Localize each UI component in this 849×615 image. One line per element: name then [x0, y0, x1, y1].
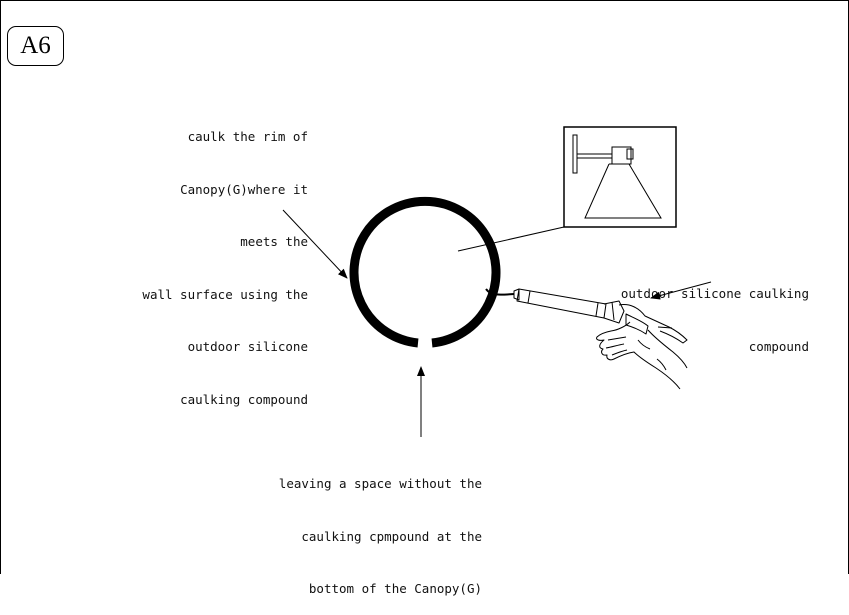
canopy-caulk-ring: [354, 201, 496, 343]
illustration: [0, 0, 849, 574]
wall-lamp-inset: [564, 127, 676, 227]
compound-arrow: [651, 282, 711, 298]
inset-leader-line: [458, 227, 564, 251]
gap-line-3: bottom of the Canopy(G): [279, 580, 482, 598]
caulking-gun-icon: [486, 289, 687, 389]
caulk-rim-arrow: [283, 210, 347, 278]
